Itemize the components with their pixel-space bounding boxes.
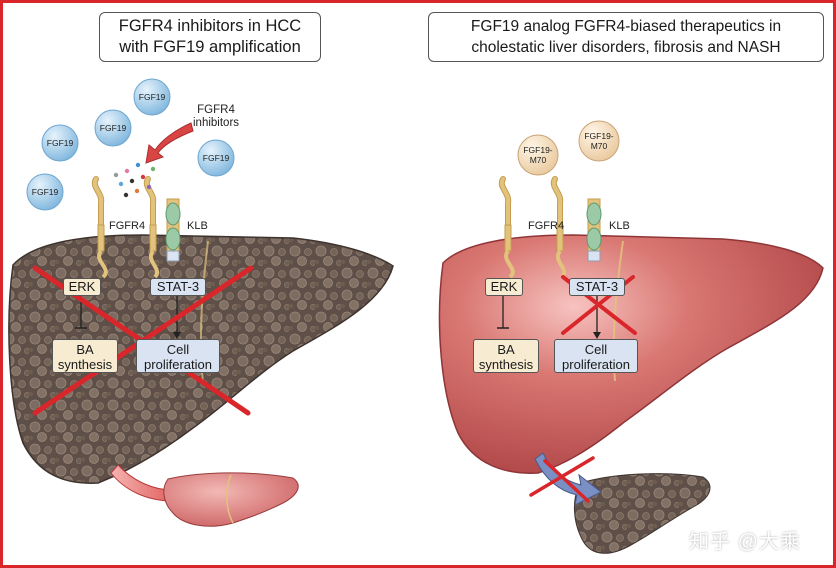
fgfr4-label-right: FGFR4 [528,220,565,232]
left-panel-title: FGFR4 inhibitors in HCC with FGF19 ampli… [99,12,321,62]
cell-proliferation-box-left: Cell proliferation [136,339,220,373]
fgf19-label-2: FGF19 [99,123,127,133]
erk-label-left: ERK [68,279,96,294]
fgf19-ligand-balls [26,78,235,211]
fgf19-label-3: FGF19 [46,138,74,148]
fgf19-ball-3 [41,124,79,162]
left-title-line2: with FGF19 amplification [119,38,301,56]
klb-coreceptor-left [165,198,181,262]
fgf19-m70-label-1: FGF19- M70 [518,145,558,165]
stat3-label-right: STAT-3 [575,279,619,294]
small-liver-divider [226,474,234,524]
cell-line1-right: Cell [584,342,608,357]
small-healthy-liver [163,472,299,527]
fgfr4-receptor-right [498,176,566,279]
progression-cross-right [529,456,595,503]
cell-line2-left: proliferation [144,357,212,372]
fgf19-m70-ball-1 [517,134,559,176]
stat3-box-right: STAT-3 [569,278,625,296]
inhibitor-dots [113,162,156,198]
ba-line2-right: synthesis [478,357,534,372]
inhibitor-arrow [145,122,194,164]
cell-line2-right: proliferation [562,357,630,372]
right-title-line2: cholestatic liver disorders, fibrosis an… [471,39,781,56]
fgf19-m70-label-1-line2: M70 [529,155,547,165]
klb-coreceptor-right [586,198,602,262]
stat3-label-left: STAT-3 [156,279,200,294]
fgf19-ball-5 [197,139,235,177]
ba-line1-right: BA [497,342,515,357]
fgf19-m70-label-1-line1: FGF19- [523,145,553,155]
fgf19-ball-2 [94,109,132,147]
ba-line2-left: synthesis [57,357,113,372]
fgf19-m70-label-2-line1: FGF19- [584,131,614,141]
fgf19-m70-label-2: FGF19- M70 [579,131,619,151]
fgf19-ball-4 [26,173,64,211]
stat3-arrow-head-right [593,332,601,339]
diagram-graphics [8,78,824,554]
ba-synthesis-box-left: BA synthesis [52,339,118,373]
klb-label-left: KLB [187,220,208,232]
watermark: 知乎 @大乘 [689,531,801,553]
inhibitor-label: FGFR4 inhibitors [193,104,239,130]
fgf19-m70-label-2-line2: M70 [590,141,608,151]
erk-label-right: ERK [490,279,518,294]
fgfr4-label-left: FGFR4 [109,220,146,232]
fgfr4-receptor-left [91,176,159,279]
right-panel-title: FGF19 analog FGFR4-biased therapeutics i… [428,12,824,62]
erk-box-right: ERK [485,278,523,296]
right-title-line1: FGF19 analog FGFR4-biased therapeutics i… [470,18,782,35]
small-diseased-liver [574,473,711,554]
left-title-line1: FGFR4 inhibitors in HCC [118,17,302,35]
fgf19-label-5: FGF19 [202,153,230,163]
inhibitor-label-line2: inhibitors [193,117,240,129]
ba-line1-left: BA [76,342,94,357]
fgf19-m70-ball-2 [578,120,620,162]
stat3-box-left: STAT-3 [150,278,206,296]
inhibitor-label-line1: FGFR4 [197,104,235,116]
cell-proliferation-box-right: Cell proliferation [554,339,638,373]
fgf19-ball-1 [133,78,171,116]
stat3-arrow-head-left [173,332,181,339]
ba-synthesis-box-right: BA synthesis [473,339,539,373]
klb-label-right: KLB [609,220,630,232]
fgf19-label-1: FGF19 [138,92,166,102]
cell-line1-left: Cell [166,342,190,357]
fgf19-label-4: FGF19 [31,187,59,197]
erk-box-left: ERK [63,278,101,296]
